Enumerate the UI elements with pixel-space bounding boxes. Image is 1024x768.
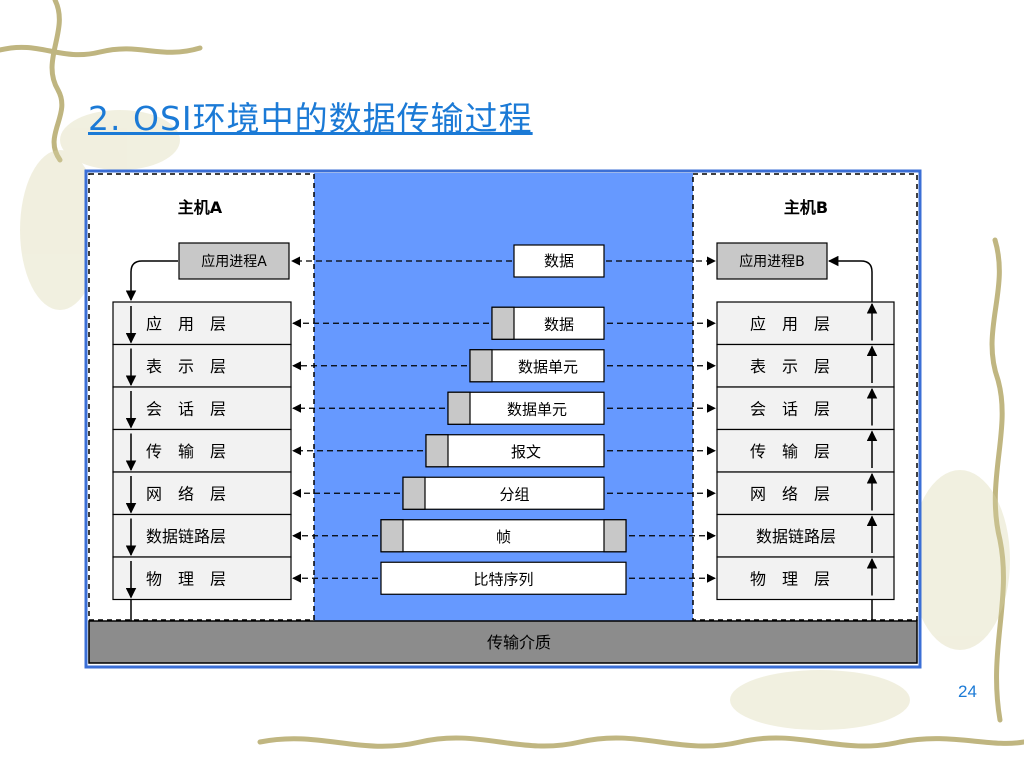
- process-b-up-arrow: [827, 255, 873, 302]
- data-unit-box: [380, 519, 627, 553]
- vine-right-vertical: [989, 237, 1006, 723]
- medium-bar: [88, 620, 918, 664]
- host-a-layer-box: [112, 471, 292, 516]
- process-a-label: 应用进程A: [201, 253, 267, 270]
- process-a-box: [178, 242, 290, 280]
- host-b-layer-box: [716, 343, 895, 388]
- host-b-layer-box: [716, 556, 895, 601]
- page-number: 24: [958, 682, 977, 701]
- host-a-layer-box: [112, 386, 292, 431]
- host-a-layer-box: [112, 343, 292, 388]
- host-b-layer-box: [716, 301, 895, 346]
- host-b-title: 主机B: [784, 198, 828, 217]
- leaf-shape: [910, 470, 1010, 650]
- data-unit-header: [425, 434, 449, 468]
- process-b-box: [716, 242, 828, 280]
- host-a-layer-label: 会 话 层: [146, 399, 226, 418]
- host-b-layer-box: [716, 386, 895, 431]
- host-a-layer-label: 应 用 层: [146, 314, 226, 333]
- host-b-layer-label: 应 用 层: [750, 314, 830, 333]
- medium-label: 传输介质: [487, 633, 551, 652]
- host-a-layer-label: 数据链路层: [146, 527, 226, 546]
- host-a-layer-label: 网 络 层: [146, 484, 226, 503]
- data-unit-header: [491, 306, 515, 340]
- vine-top-left-horizontal: [0, 44, 203, 58]
- host-b-layer-box: [716, 428, 895, 473]
- host-a-layer-box: [112, 556, 292, 601]
- host-a-layer-box: [112, 301, 292, 346]
- data-unit-header: [469, 349, 493, 383]
- host-a-layer-label: 物 理 层: [146, 569, 226, 588]
- data-unit-header: [447, 391, 471, 425]
- data-unit-label: 数据单元: [518, 358, 578, 376]
- data-unit-label: 分组: [499, 485, 529, 503]
- data-unit-header: [380, 519, 404, 553]
- data-unit-header: [402, 476, 426, 510]
- leaf-shape: [60, 110, 180, 170]
- host-b-layer-label: 会 话 层: [750, 399, 830, 418]
- data-unit-box: [380, 561, 627, 595]
- data-unit-label: 数据单元: [507, 400, 567, 418]
- data-unit-box: [425, 434, 605, 468]
- data-unit-label: 报文: [511, 443, 541, 461]
- process-b-label: 应用进程B: [739, 253, 805, 270]
- top-data-label: 数据: [544, 252, 574, 270]
- host-b-layer-box: [716, 513, 895, 558]
- host-a-layer-box: [112, 513, 292, 558]
- data-unit-label: 比特序列: [473, 570, 533, 588]
- leaf-shape: [730, 670, 910, 730]
- data-unit-label: 数据: [544, 315, 574, 333]
- data-unit-label: 帧: [496, 528, 511, 546]
- host-b-layer-label: 物 理 层: [750, 569, 830, 588]
- data-unit-box: [402, 476, 605, 510]
- host-b-layer-label: 表 示 层: [750, 357, 830, 376]
- data-unit-box: [447, 391, 605, 425]
- slide-title: 2. OSI环境中的数据传输过程: [88, 99, 533, 138]
- host-b-layer-label: 数据链路层: [756, 527, 836, 546]
- process-a-down-arrow: [125, 260, 178, 302]
- data-unit-trailer: [603, 519, 627, 553]
- vine-top-left-vertical: [49, 0, 65, 163]
- host-a-layer-label: 传 输 层: [146, 442, 226, 461]
- vine-bottom: [257, 735, 1024, 749]
- host-a-title: 主机A: [178, 198, 223, 217]
- host-a-layer-label: 表 示 层: [146, 357, 226, 376]
- top-data-box: [513, 244, 605, 278]
- host-b-layer-label: 传 输 层: [750, 442, 830, 461]
- leaf-shape: [20, 150, 100, 310]
- host-b-layer-label: 网 络 层: [750, 484, 830, 503]
